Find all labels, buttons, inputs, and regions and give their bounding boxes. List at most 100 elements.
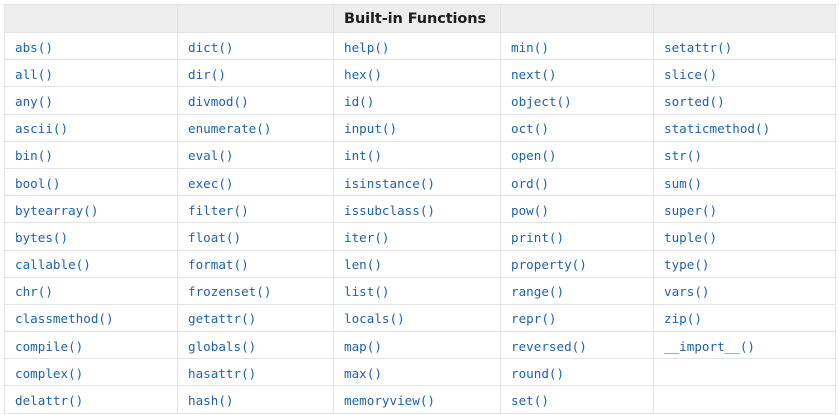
builtin-function-link[interactable]: divmod() (188, 93, 249, 109)
builtin-function-link[interactable]: format() (188, 257, 249, 273)
builtin-function-link[interactable]: complex() (15, 365, 84, 381)
builtin-function-link[interactable]: type() (664, 257, 710, 273)
builtin-function-link[interactable]: pow() (511, 202, 549, 218)
table-row: bool() exec() isinstance() ord() sum() (4, 167, 836, 197)
builtin-function-link[interactable]: eval() (188, 148, 234, 164)
builtin-function-link[interactable]: reversed() (511, 338, 587, 354)
builtin-function-link[interactable]: exec() (188, 175, 234, 191)
builtin-function-link[interactable]: delattr() (15, 393, 84, 409)
builtin-function-link[interactable]: id() (344, 93, 375, 109)
builtin-function-link[interactable]: staticmethod() (664, 121, 771, 137)
builtin-function-link[interactable]: compile() (15, 338, 84, 354)
builtin-function-link[interactable]: __import__() (664, 338, 755, 354)
builtin-function-link[interactable]: all() (15, 66, 53, 82)
builtin-function-link[interactable]: zip() (664, 311, 702, 327)
builtin-function-link[interactable]: str() (664, 148, 702, 164)
builtin-function-link[interactable]: memoryview() (344, 393, 435, 409)
table-cell: tuple() (653, 222, 836, 251)
builtin-function-link[interactable]: range() (511, 284, 565, 300)
builtin-function-link[interactable]: locals() (344, 311, 405, 327)
builtin-function-link[interactable]: setattr() (664, 39, 733, 55)
builtin-function-link[interactable]: callable() (15, 257, 91, 273)
builtin-function-link[interactable]: max() (344, 365, 382, 381)
builtin-function-link[interactable]: bytes() (15, 229, 69, 245)
builtin-function-link[interactable]: int() (344, 148, 382, 164)
builtin-function-link[interactable]: dir() (188, 66, 226, 82)
table-cell: round() (500, 358, 654, 387)
table-cell: iter() (333, 222, 501, 251)
builtin-function-link[interactable]: classmethod() (15, 311, 114, 327)
table-cell: hash() (177, 385, 334, 414)
table-cell: max() (333, 358, 501, 387)
builtin-function-link[interactable]: help() (344, 39, 390, 55)
builtin-function-link[interactable]: sorted() (664, 93, 725, 109)
builtin-function-link[interactable]: oct() (511, 121, 549, 137)
builtin-function-link[interactable]: abs() (15, 39, 53, 55)
table-cell: help() (333, 31, 501, 61)
builtin-function-link[interactable]: globals() (188, 338, 257, 354)
builtin-function-link[interactable]: len() (344, 257, 382, 273)
builtin-function-link[interactable]: frozenset() (188, 284, 272, 300)
table-cell: staticmethod() (653, 113, 836, 142)
table-cell: dict() (177, 31, 334, 61)
table-row: delattr() hash() memoryview() set() (4, 385, 836, 414)
table-cell: hex() (333, 59, 501, 88)
builtin-function-link[interactable]: issubclass() (344, 202, 435, 218)
builtin-function-link[interactable]: list() (344, 284, 390, 300)
builtin-function-link[interactable]: getattr() (188, 311, 257, 327)
builtin-function-link[interactable]: filter() (188, 202, 249, 218)
builtin-function-link[interactable]: ascii() (15, 121, 69, 137)
builtin-function-link[interactable]: vars() (664, 284, 710, 300)
table-cell: dir() (177, 59, 334, 88)
builtin-function-link[interactable]: ord() (511, 175, 549, 191)
builtin-function-link[interactable]: open() (511, 148, 557, 164)
builtin-function-link[interactable]: any() (15, 93, 53, 109)
builtin-function-link[interactable]: min() (511, 39, 549, 55)
builtin-function-link[interactable]: iter() (344, 229, 390, 245)
builtin-function-link[interactable]: float() (188, 229, 242, 245)
builtin-function-link[interactable]: round() (511, 365, 565, 381)
table-cell: bytearray() (4, 195, 178, 224)
table-cell: oct() (500, 113, 654, 142)
table-cell: map() (333, 331, 501, 360)
builtin-function-link[interactable]: hasattr() (188, 365, 257, 381)
builtin-function-link[interactable]: input() (344, 121, 398, 137)
builtin-function-link[interactable]: next() (511, 66, 557, 82)
table-cell: set() (500, 385, 654, 414)
builtin-function-link[interactable]: bool() (15, 175, 61, 191)
table-cell: all() (4, 59, 178, 88)
builtin-function-link[interactable]: repr() (511, 311, 557, 327)
builtin-function-link[interactable]: dict() (188, 39, 234, 55)
table-cell: sorted() (653, 86, 836, 115)
table-cell: min() (500, 31, 654, 61)
builtin-function-link[interactable]: hash() (188, 393, 234, 409)
table-cell: chr() (4, 276, 178, 305)
table-cell: enumerate() (177, 113, 334, 142)
table-row: ascii() enumerate() input() oct() staticmeth… (4, 113, 836, 142)
table-row: bin() eval() int() open() str() (4, 140, 836, 169)
builtin-function-link[interactable]: enumerate() (188, 121, 272, 137)
builtin-function-link[interactable]: print() (511, 229, 565, 245)
builtin-function-link[interactable]: bin() (15, 148, 53, 164)
builtin-function-link[interactable]: map() (344, 338, 382, 354)
builtin-function-link[interactable]: hex() (344, 66, 382, 82)
table-header-cell-2 (177, 4, 334, 33)
builtin-function-link[interactable]: sum() (664, 175, 702, 191)
builtin-function-link[interactable]: set() (511, 393, 549, 409)
table-cell: float() (177, 222, 334, 251)
table-header-cell-4 (500, 4, 654, 33)
builtin-function-link[interactable]: super() (664, 202, 718, 218)
builtin-function-link[interactable]: bytearray() (15, 202, 99, 218)
builtin-function-link[interactable]: isinstance() (344, 175, 435, 191)
builtin-function-link[interactable]: slice() (664, 66, 718, 82)
table-header-cell-title: Built-in Functions (333, 4, 501, 33)
builtin-function-link[interactable]: tuple() (664, 229, 718, 245)
builtin-function-link[interactable]: chr() (15, 284, 53, 300)
table-row: classmethod() getattr() locals() repr() zip(… (4, 303, 836, 333)
builtin-function-link[interactable]: object() (511, 93, 572, 109)
table-cell: abs() (4, 31, 178, 61)
table-cell: exec() (177, 167, 334, 197)
builtin-function-link[interactable]: property() (511, 257, 587, 273)
table-header: Built-in Functions (4, 4, 836, 33)
table-cell: sum() (653, 167, 836, 197)
